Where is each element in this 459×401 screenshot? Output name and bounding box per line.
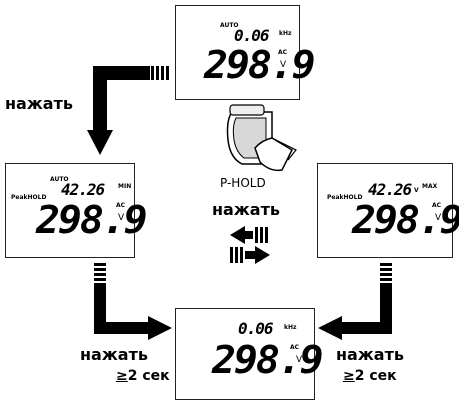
bottom-unit: V xyxy=(296,355,303,365)
arrow-center-right xyxy=(230,246,270,264)
gte-symbol-right: ≥ xyxy=(343,368,355,384)
arrow-right-to-bottom xyxy=(318,263,392,340)
top-auto-indicator: AUTO xyxy=(220,22,239,29)
p-hold-button-illustration xyxy=(226,104,297,172)
top-unit: V xyxy=(280,60,287,70)
press-label-bottom-left: нажать xyxy=(80,345,148,364)
left-main-value: 298.9 xyxy=(36,198,148,242)
hold-duration-right: 2 сек xyxy=(354,368,397,384)
top-secondary-unit: kHz xyxy=(279,30,292,37)
top-ac-indicator: AC xyxy=(278,49,288,56)
right-ac-indicator: AC xyxy=(432,202,442,209)
bottom-secondary-unit: kHz xyxy=(284,324,297,331)
left-secondary-value: 42.26 xyxy=(61,180,105,199)
right-secondary-value: 42.26 xyxy=(368,180,412,199)
bottom-ac-indicator: AC xyxy=(290,344,300,351)
bottom-display: 0.06 kHz 298.9 AC V xyxy=(175,308,324,400)
right-peakhold-indicator: PeakHOLD xyxy=(327,194,363,201)
top-display: AUTO 0.06 kHz 298.9 AC V xyxy=(175,5,316,100)
hold-duration-left: 2 сек xyxy=(127,368,170,384)
arrow-center-left xyxy=(230,226,268,244)
left-unit: V xyxy=(118,213,125,223)
left-auto-indicator: AUTO xyxy=(50,176,69,183)
top-secondary-value: 0.06 xyxy=(234,26,270,45)
right-max-indicator: MAX xyxy=(422,183,438,190)
hold-label-bottom-left: ≥2 сек xyxy=(116,369,170,383)
hold-label-bottom-right: ≥2 сек xyxy=(343,369,397,383)
right-unit: V xyxy=(435,213,442,223)
left-display: AUTO 42.26 MIN PeakHOLD 298.9 AC V xyxy=(5,163,148,258)
press-label-bottom-right: нажать xyxy=(336,345,404,364)
arrow-left-to-bottom xyxy=(94,263,172,340)
press-label-left: нажать xyxy=(5,94,73,113)
gte-symbol-left: ≥ xyxy=(116,368,128,384)
top-main-value: 298.9 xyxy=(204,43,316,87)
press-label-center: нажать xyxy=(212,200,280,219)
p-hold-label: P-HOLD xyxy=(220,176,266,190)
right-display: PeakHOLD 42.26 V MAX 298.9 AC V xyxy=(317,163,459,258)
right-secondary-unit: V xyxy=(414,187,419,194)
left-ac-indicator: AC xyxy=(116,202,126,209)
left-min-indicator: MIN xyxy=(118,183,132,190)
right-main-value: 298.9 xyxy=(352,198,459,242)
bottom-main-value: 298.9 xyxy=(212,338,324,382)
bottom-secondary-value: 0.06 xyxy=(238,319,274,338)
arrow-top-to-left xyxy=(87,66,169,155)
left-peakhold-indicator: PeakHOLD xyxy=(11,194,47,201)
